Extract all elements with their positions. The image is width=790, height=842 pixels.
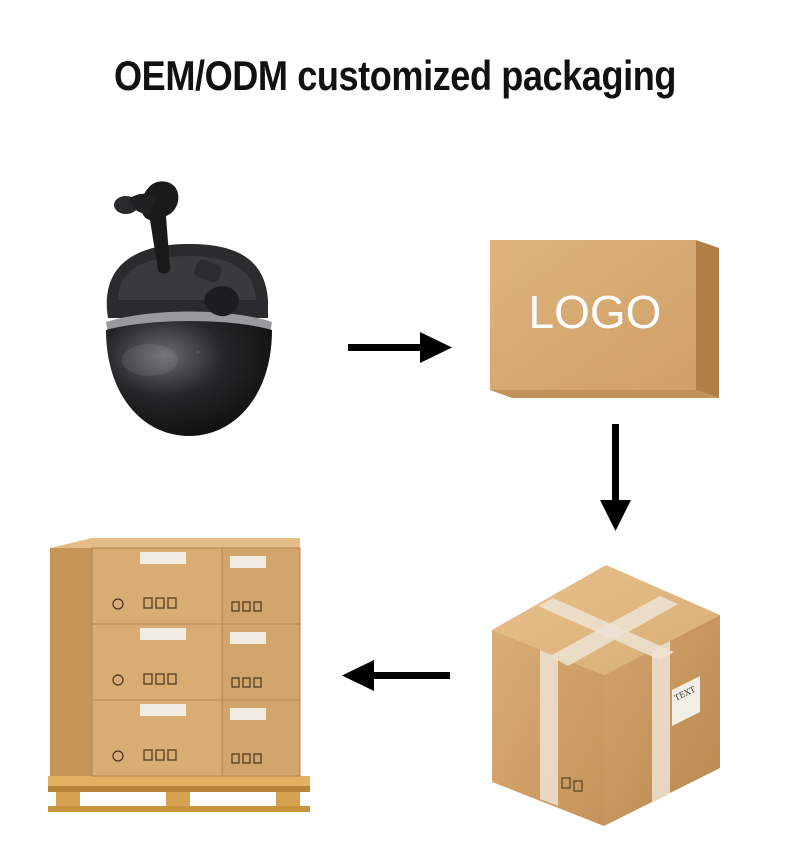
arrow-left: [342, 660, 450, 691]
logo-text: LOGO: [529, 286, 662, 338]
logo-box-icon: LOGO: [490, 240, 719, 398]
arrow-down: [600, 424, 631, 531]
page-title: OEM/ODM customized packaging: [114, 52, 676, 99]
earbuds-case-icon: [106, 181, 272, 436]
pallet-stack-icon: [48, 538, 310, 812]
sealed-carton-icon: TEXT: [492, 565, 720, 826]
arrow-right-1: [348, 332, 452, 363]
